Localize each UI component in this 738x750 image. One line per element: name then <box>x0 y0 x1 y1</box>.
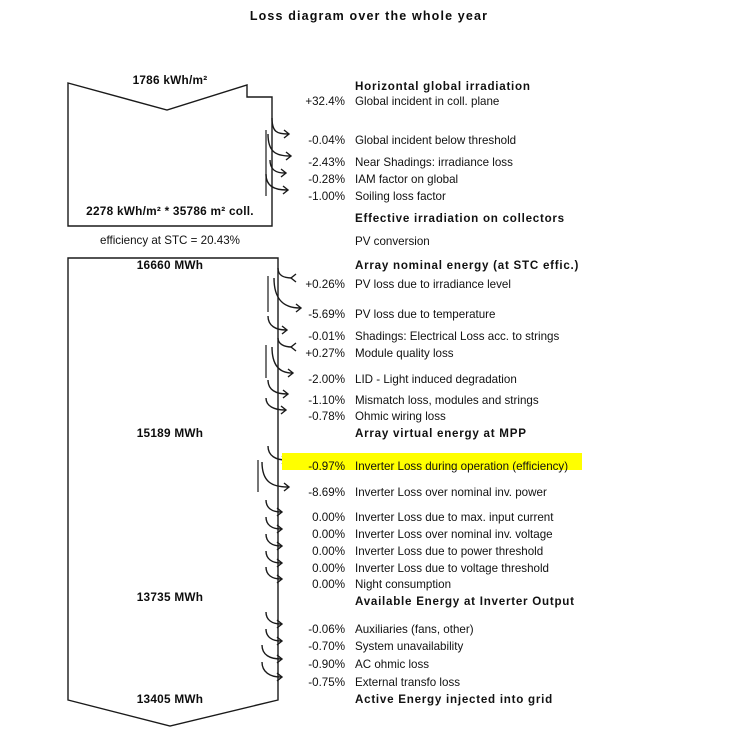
loss-label: AC ohmic loss <box>355 658 430 671</box>
loss-percent-value: 0.00% <box>312 562 345 575</box>
loss-percent-value: -1.10% <box>308 394 345 407</box>
irradiance-bottom-value: 2278 kWh/m² * 35786 m² coll. <box>86 204 254 218</box>
inverter-output-value: 13735 MWh <box>136 590 204 604</box>
loss-percent-value: -0.01% <box>308 330 345 343</box>
loss-label: Ohmic wiring loss <box>355 410 446 423</box>
loss-label: Night consumption <box>355 578 452 591</box>
loss-label: Module quality loss <box>355 347 454 360</box>
loss-label: PV conversion <box>355 235 430 248</box>
loss-label: Inverter Loss over nominal inv. voltage <box>355 528 553 541</box>
loss-percent-value: 0.00% <box>312 578 345 591</box>
loss-label: Auxiliaries (fans, other) <box>355 623 474 636</box>
loss-label: Inverter Loss during operation (efficien… <box>355 460 569 473</box>
loss-percent-value: -0.28% <box>308 173 345 186</box>
loss-percent-value: +0.27% <box>305 347 345 360</box>
loss-label: IAM factor on global <box>355 173 459 186</box>
loss-percent-value: -0.75% <box>308 676 345 689</box>
loss-label: PV loss due to temperature <box>355 308 496 321</box>
loss-label: Soiling loss factor <box>355 190 446 203</box>
stage-label: Horizontal global irradiation <box>355 80 531 93</box>
loss-label: Inverter Loss due to voltage threshold <box>355 562 549 575</box>
loss-label: Inverter Loss due to power threshold <box>355 545 544 558</box>
pv-conversion-efficiency-note: efficiency at STC = 20.43% <box>100 234 240 247</box>
loss-percent-value: -0.06% <box>308 623 345 636</box>
loss-percent-value: +0.26% <box>305 278 345 291</box>
page-title: Loss diagram over the whole year <box>249 9 489 23</box>
loss-label: PV loss due to irradiance level <box>355 278 511 291</box>
array-inverter-box <box>67 257 279 727</box>
loss-label: Mismatch loss, modules and strings <box>355 394 539 407</box>
loss-label: System unavailability <box>355 640 464 653</box>
loss-label: Global incident in coll. plane <box>355 95 500 108</box>
loss-percent-value: -0.78% <box>308 410 345 423</box>
stage-label: Available Energy at Inverter Output <box>355 595 575 608</box>
loss-percent-value: -5.69% <box>308 308 345 321</box>
stage-label: Effective irradiation on collectors <box>355 212 565 225</box>
loss-percent-value: -2.00% <box>308 373 345 386</box>
irradiance-top-value: 1786 kWh/m² <box>132 73 208 87</box>
array-mpp-value: 15189 MWh <box>136 426 204 440</box>
loss-label: Inverter Loss due to max. input current <box>355 511 554 524</box>
loss-label: LID - Light induced degradation <box>355 373 517 386</box>
stage-label: Array nominal energy (at STC effic.) <box>355 259 580 272</box>
loss-percent-value: -8.69% <box>308 486 345 499</box>
array-nominal-value: 16660 MWh <box>136 258 204 272</box>
loss-percent-value: -0.70% <box>308 640 345 653</box>
loss-percent-value: +32.4% <box>305 95 345 108</box>
loss-percent-value: -0.90% <box>308 658 345 671</box>
highlight-band-inverter-loss <box>282 453 582 470</box>
loss-percent-value: -2.43% <box>308 156 345 169</box>
loss-label: Near Shadings: irradiance loss <box>355 156 513 169</box>
loss-label: Global incident below threshold <box>355 134 517 147</box>
loss-percent-value: -1.00% <box>308 190 345 203</box>
loss-percent-value: -0.97% <box>308 460 345 473</box>
loss-label: External transfo loss <box>355 676 461 689</box>
loss-percent-value: -0.04% <box>308 134 345 147</box>
loss-percent-value: 0.00% <box>312 545 345 558</box>
loss-rows: Horizontal global irradiation +32.4% Globa… <box>0 0 738 706</box>
stage-label: Array virtual energy at MPP <box>355 427 527 440</box>
loss-label: Shadings: Electrical Loss acc. to string… <box>355 330 560 343</box>
loss-label: Inverter Loss over nominal inv. power <box>355 486 547 499</box>
loss-percent-value: 0.00% <box>312 511 345 524</box>
stage-label: Active Energy injected into grid <box>355 693 553 706</box>
grid-energy-value: 13405 MWh <box>136 692 204 706</box>
loss-percent-value: 0.00% <box>312 528 345 541</box>
